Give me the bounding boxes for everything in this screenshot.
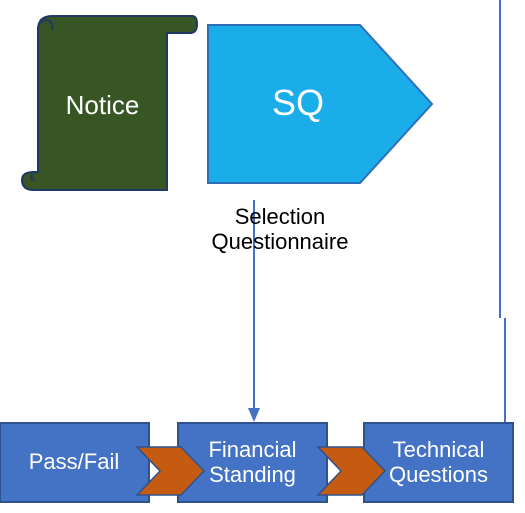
stage-label-technical-line1: Technical: [392, 437, 485, 463]
stage-label-financial-line1: Financial: [208, 437, 297, 463]
notice-label: Notice: [65, 89, 140, 120]
sq-caption-line1: Selection: [234, 204, 326, 229]
stage-label-financial: Financial Standing: [178, 423, 327, 502]
chevron-arrow-2: [316, 446, 387, 496]
stage-label-pass-fail: Pass/Fail: [4, 423, 144, 502]
sq-label: SQ: [271, 82, 324, 124]
stage-label-technical-line2: Questions: [388, 461, 489, 487]
notice-scroll-shape: [20, 15, 199, 191]
stage-label-financial-line2: Standing: [209, 461, 296, 487]
stage-box-pass-fail: [0, 422, 150, 503]
stage-label-technical: Technical Questions: [364, 423, 513, 502]
sq-caption-line2: Questionnaire: [211, 229, 349, 255]
sq-to-financial-arrowhead: [248, 408, 260, 422]
chevron-arrow-1: [135, 446, 206, 496]
sq-caption: Selection Questionnaire: [180, 204, 380, 255]
stage-label-pass-fail-line1: Pass/Fail: [28, 449, 120, 475]
sq-pentagon-shape: [207, 24, 434, 184]
stage-box-financial: [177, 422, 328, 503]
